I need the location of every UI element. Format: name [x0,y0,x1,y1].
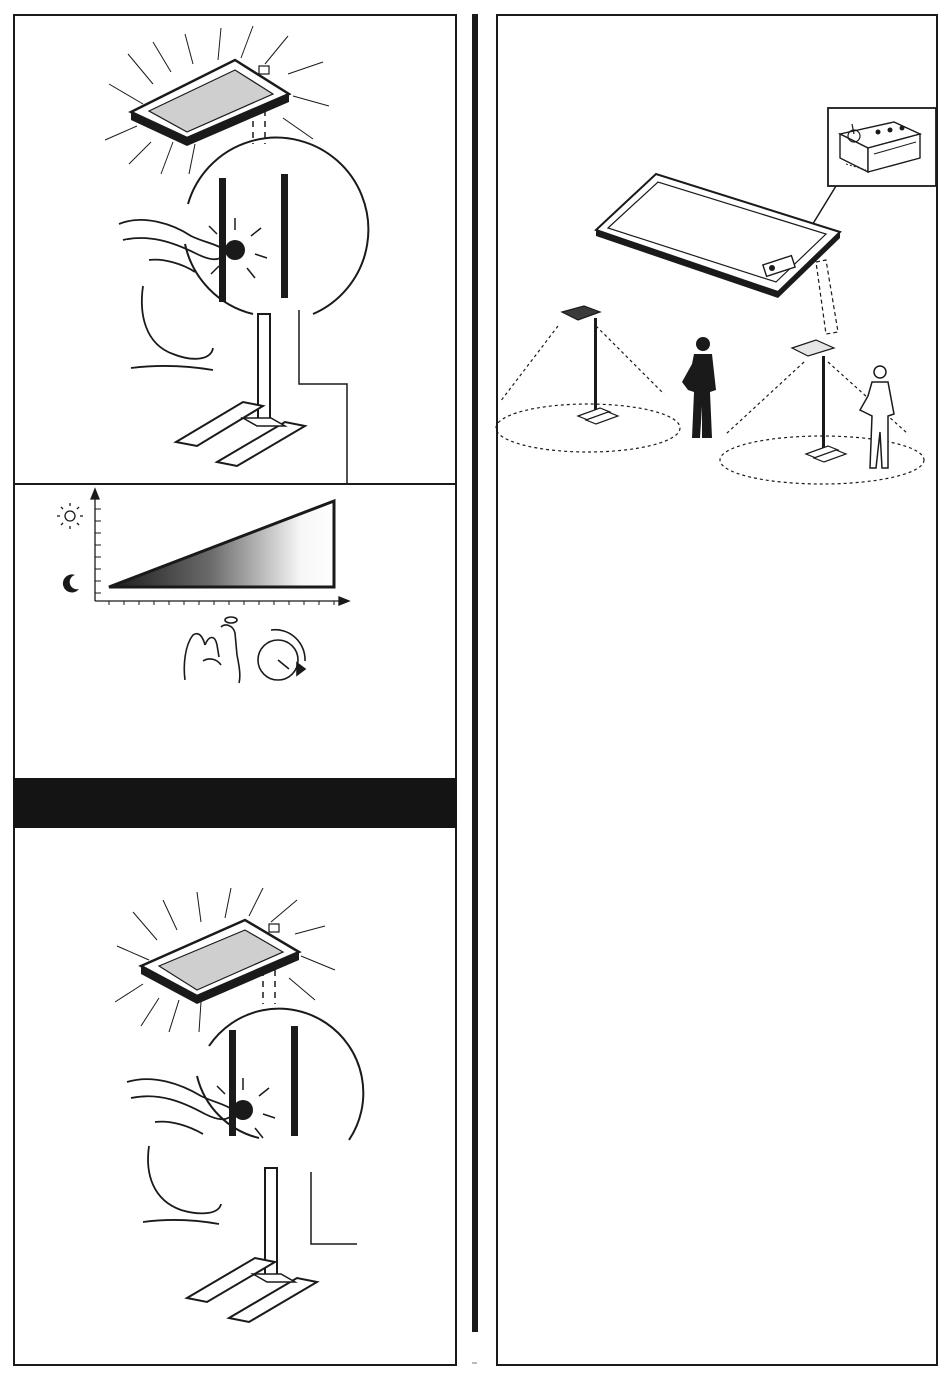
section-header-band [13,778,457,828]
rotary-dial-icon [258,630,305,680]
floor-lamp-touch-illustration-2 [13,870,457,1340]
moon-icon [63,574,79,592]
dimming-chart [13,485,457,695]
lamp-base-icon [187,1168,317,1322]
x-axis [95,597,349,605]
touch-switch-icon [217,1078,275,1138]
center-divider [472,14,478,1332]
floor-lamp-icon [562,306,618,424]
lamp-pole-section-icon [219,174,288,302]
leader-line-icon [299,310,347,484]
floor-lamp-touch-illustration [13,14,457,484]
y-axis-ticks [95,509,101,593]
person-icon [682,337,716,438]
chart-area [109,501,334,587]
office-lighting-illustration [496,14,938,494]
hand-icon [119,220,225,370]
sun-icon [57,503,83,529]
lamp-pole-section-icon [229,1026,298,1136]
hand-icon [127,1079,233,1224]
lamp-base-icon [176,314,305,466]
leader-line-icon [311,1172,357,1244]
floor-lamp-icon [792,340,846,462]
ceiling-panel-icon [596,174,840,298]
person-icon [860,366,894,468]
page-mark [472,1362,477,1364]
control-unit-icon [828,108,936,186]
finger-press-icon [184,617,240,683]
zoom-circle-icon [197,970,363,1140]
lamp-head-icon [141,920,299,1004]
touch-switch-icon [209,218,267,278]
zoom-circle-icon [185,110,368,314]
